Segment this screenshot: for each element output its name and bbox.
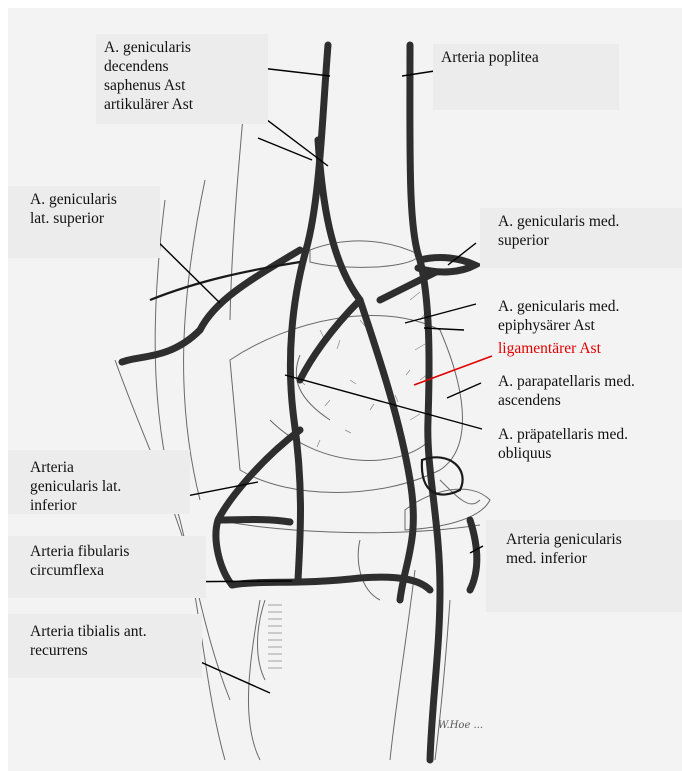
- label-tibialis-ant-recurrens: Arteria tibialis ant. recurrens: [8, 614, 202, 678]
- label-arteria-poplitea: Arteria poplitea: [433, 44, 619, 110]
- label-line: epiphysärer Ast: [498, 316, 619, 335]
- label-genicularis-med-superior: A. genicularis med. superior: [480, 208, 682, 268]
- label-genicularis-decendens: A. genicularis decendens saphenus Ast ar…: [96, 34, 268, 124]
- label-line: saphenus Ast: [104, 76, 262, 95]
- label-praepatellaris-med-obliquus: A. präpatellaris med. obliquus: [498, 425, 628, 463]
- label-line: ascendens: [498, 391, 635, 410]
- label-line: A. genicularis med.: [498, 212, 676, 231]
- label-line: superior: [498, 231, 676, 250]
- label-line: artikulärer Ast: [104, 95, 262, 114]
- label-genicularis-med-inferior: Arteria genicularis med. inferior: [486, 520, 682, 612]
- label-line: A. genicularis med.: [498, 297, 619, 316]
- label-line: lat. superior: [30, 209, 154, 228]
- label-line: genicularis lat.: [30, 477, 184, 496]
- label-line: inferior: [30, 496, 184, 514]
- label-line: A. präpatellaris med.: [498, 425, 628, 444]
- label-ligamentaerer-ast: ligamentärer Ast: [498, 339, 601, 358]
- label-parapatellaris-med-ascendens: A. parapatellaris med. ascendens: [498, 372, 635, 410]
- label-line: Arteria poplitea: [441, 48, 613, 67]
- label-line: Arteria: [30, 458, 184, 477]
- label-line: med. inferior: [506, 549, 676, 568]
- label-genicularis-med-epiphysaer: A. genicularis med. epiphysärer Ast: [498, 297, 619, 335]
- label-line: A. genicularis: [104, 38, 262, 57]
- label-line: Arteria tibialis ant.: [30, 622, 196, 641]
- label-line: recurrens: [30, 641, 196, 660]
- artist-signature: W.Hoe ...: [438, 720, 483, 731]
- label-line: A. genicularis: [30, 190, 154, 209]
- label-line: Arteria fibularis: [30, 542, 200, 561]
- label-line: circumflexa: [30, 561, 200, 580]
- label-line: decendens: [104, 57, 262, 76]
- label-genicularis-lat-superior: A. genicularis lat. superior: [8, 186, 160, 258]
- label-genicularis-lat-inferior: Arteria genicularis lat. inferior: [8, 450, 190, 514]
- label-fibularis-circumflexa: Arteria fibularis circumflexa: [8, 536, 206, 598]
- label-line: A. parapatellaris med.: [498, 372, 635, 391]
- label-line: obliquus: [498, 444, 628, 463]
- label-line: Arteria genicularis: [506, 530, 676, 549]
